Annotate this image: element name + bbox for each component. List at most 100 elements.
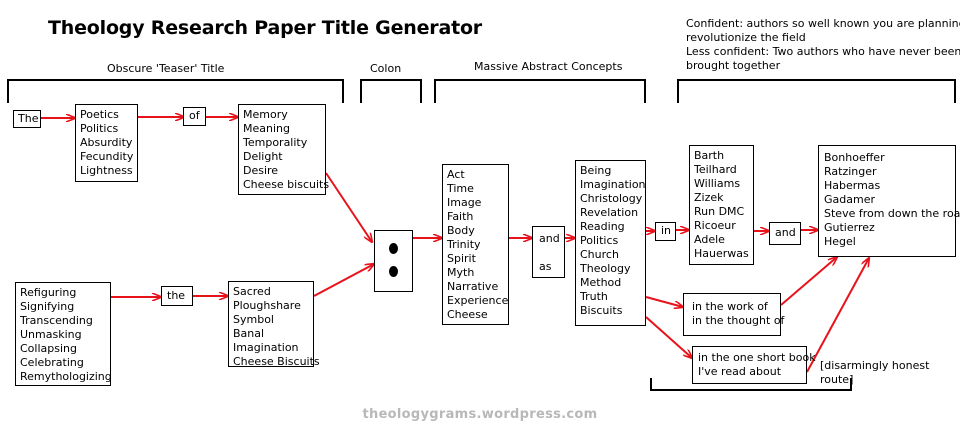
list-item: Act: [447, 168, 465, 181]
list-item: Fecundity: [80, 150, 134, 163]
list-item: Theology: [580, 262, 631, 275]
list-item: Truth: [580, 290, 608, 303]
page-title: Theology Research Paper Title Generator: [48, 17, 482, 39]
honest-route-note-line2: route]: [820, 373, 854, 386]
the-article-label: the: [167, 289, 186, 302]
list-item: Gutierrez: [824, 221, 875, 234]
barth-box: Barth Teilhard Williams Zizek Run DMC Ri…: [689, 145, 754, 265]
list-item: Christology: [580, 192, 643, 205]
list-item: in the thought of: [692, 314, 785, 327]
in-box: in: [655, 222, 676, 241]
authors-bracket: [677, 79, 956, 103]
list-item: Imagination: [233, 341, 299, 354]
of-label: of: [189, 109, 200, 122]
and-label: and: [539, 232, 560, 245]
list-item: Adele: [694, 233, 725, 246]
being-box: Being Imagination Christology Revelation…: [575, 160, 646, 326]
list-item: Barth: [694, 149, 725, 162]
list-item: Body: [447, 224, 475, 237]
honest-route-note-line1: [disarmingly honest: [820, 359, 930, 372]
list-item: Ploughshare: [233, 299, 301, 312]
act-box: Act Time Image Faith Body Trinity Spirit…: [442, 164, 509, 325]
the-article-box: the: [161, 286, 193, 306]
list-item: Spirit: [447, 252, 476, 265]
memory-box: Memory Meaning Temporality Delight Desir…: [238, 104, 330, 195]
less-confident-note-line1: Less confident: Two authors who have nev…: [686, 45, 960, 58]
list-item: Transcending: [20, 314, 93, 327]
list-item: Memory: [243, 108, 288, 121]
refiguring-box: Refiguring Signifying Transcending Unmas…: [15, 282, 112, 386]
list-item: Narrative: [447, 280, 499, 293]
list-item: Experience: [447, 294, 509, 307]
list-item: Imagination: [580, 178, 646, 191]
list-item: Hegel: [824, 235, 856, 248]
list-item: Williams: [694, 177, 741, 190]
list-item: Trinity: [447, 238, 481, 251]
list-item: Cheese: [447, 308, 488, 321]
list-item: Meaning: [243, 122, 290, 135]
and-box: and: [769, 222, 801, 245]
list-item: Steve from down the road: [824, 207, 960, 220]
list-item: Image: [447, 196, 482, 209]
list-item: Ricoeur: [694, 219, 736, 232]
list-item: in the work of: [692, 300, 768, 313]
list-item: Celebrating: [20, 356, 84, 369]
colon-bracket: [360, 79, 422, 103]
colon-box: [374, 230, 413, 292]
list-item: Gadamer: [824, 193, 875, 206]
list-item: Time: [447, 182, 474, 195]
list-item: Habermas: [824, 179, 881, 192]
list-item: Method: [580, 276, 622, 289]
abstract-section-label: Massive Abstract Concepts: [474, 60, 623, 73]
arrow-being-to-work: [645, 296, 683, 307]
colon-bottom-dot: [389, 266, 398, 277]
and-as-box: and as: [532, 226, 565, 278]
the-box: The: [13, 110, 41, 128]
sacred-box: Sacred Ploughshare Symbol Banal Imaginat…: [228, 281, 320, 368]
list-item: Delight: [243, 150, 283, 163]
abstract-bracket: [434, 79, 646, 103]
list-item: Myth: [447, 266, 475, 279]
list-item: Politics: [80, 122, 119, 135]
less-confident-note-line2: brought together: [686, 59, 781, 72]
list-item: Reading: [580, 220, 625, 233]
list-item: Teilhard: [694, 163, 737, 176]
list-item: Cheese biscuits: [243, 178, 330, 191]
arrow-work-to-bonhoeffer: [780, 257, 837, 306]
list-item: Temporality: [243, 136, 308, 149]
list-item: I've read about: [698, 365, 782, 378]
the-label: The: [18, 112, 39, 125]
list-item: Biscuits: [580, 304, 623, 317]
one-short-book-box: in the one short book I've read about: [692, 346, 816, 384]
footer-watermark: theologygrams.wordpress.com: [362, 407, 598, 422]
list-item: Being: [580, 164, 612, 177]
list-item: Zizek: [694, 191, 724, 204]
bonhoeffer-box: Bonhoeffer Ratzinger Habermas Gadamer St…: [818, 145, 960, 257]
list-item: Signifying: [20, 300, 75, 313]
arrow-memory-to-colon: [325, 172, 372, 242]
list-item: Desire: [243, 164, 279, 177]
teaser-bracket: [7, 79, 344, 103]
work-box: in the work of in the thought of: [683, 293, 785, 336]
list-item: Revelation: [580, 206, 639, 219]
list-item: Church: [580, 248, 619, 261]
list-item: Banal: [233, 327, 265, 340]
list-item: Ratzinger: [824, 165, 877, 178]
list-item: Absurdity: [80, 136, 133, 149]
list-item: Cheese Biscuits: [233, 355, 320, 368]
list-item: Politics: [580, 234, 619, 247]
list-item: Refiguring: [20, 286, 77, 299]
list-item: Collapsing: [20, 342, 77, 355]
list-item: Symbol: [233, 313, 274, 326]
poetics-box: Poetics Politics Absurdity Fecundity Lig…: [75, 104, 138, 182]
arrow-sacred-to-colon: [313, 264, 374, 297]
of-box: of: [183, 107, 206, 126]
list-item: Poetics: [80, 108, 119, 121]
list-item: Hauerwas: [694, 247, 749, 260]
list-item: Lightness: [80, 164, 133, 177]
list-item: Bonhoeffer: [824, 151, 885, 164]
teaser-section-label: Obscure 'Teaser' Title: [107, 62, 225, 75]
list-item: Run DMC: [694, 205, 745, 218]
list-item: Sacred: [233, 285, 271, 298]
list-item: Faith: [447, 210, 474, 223]
